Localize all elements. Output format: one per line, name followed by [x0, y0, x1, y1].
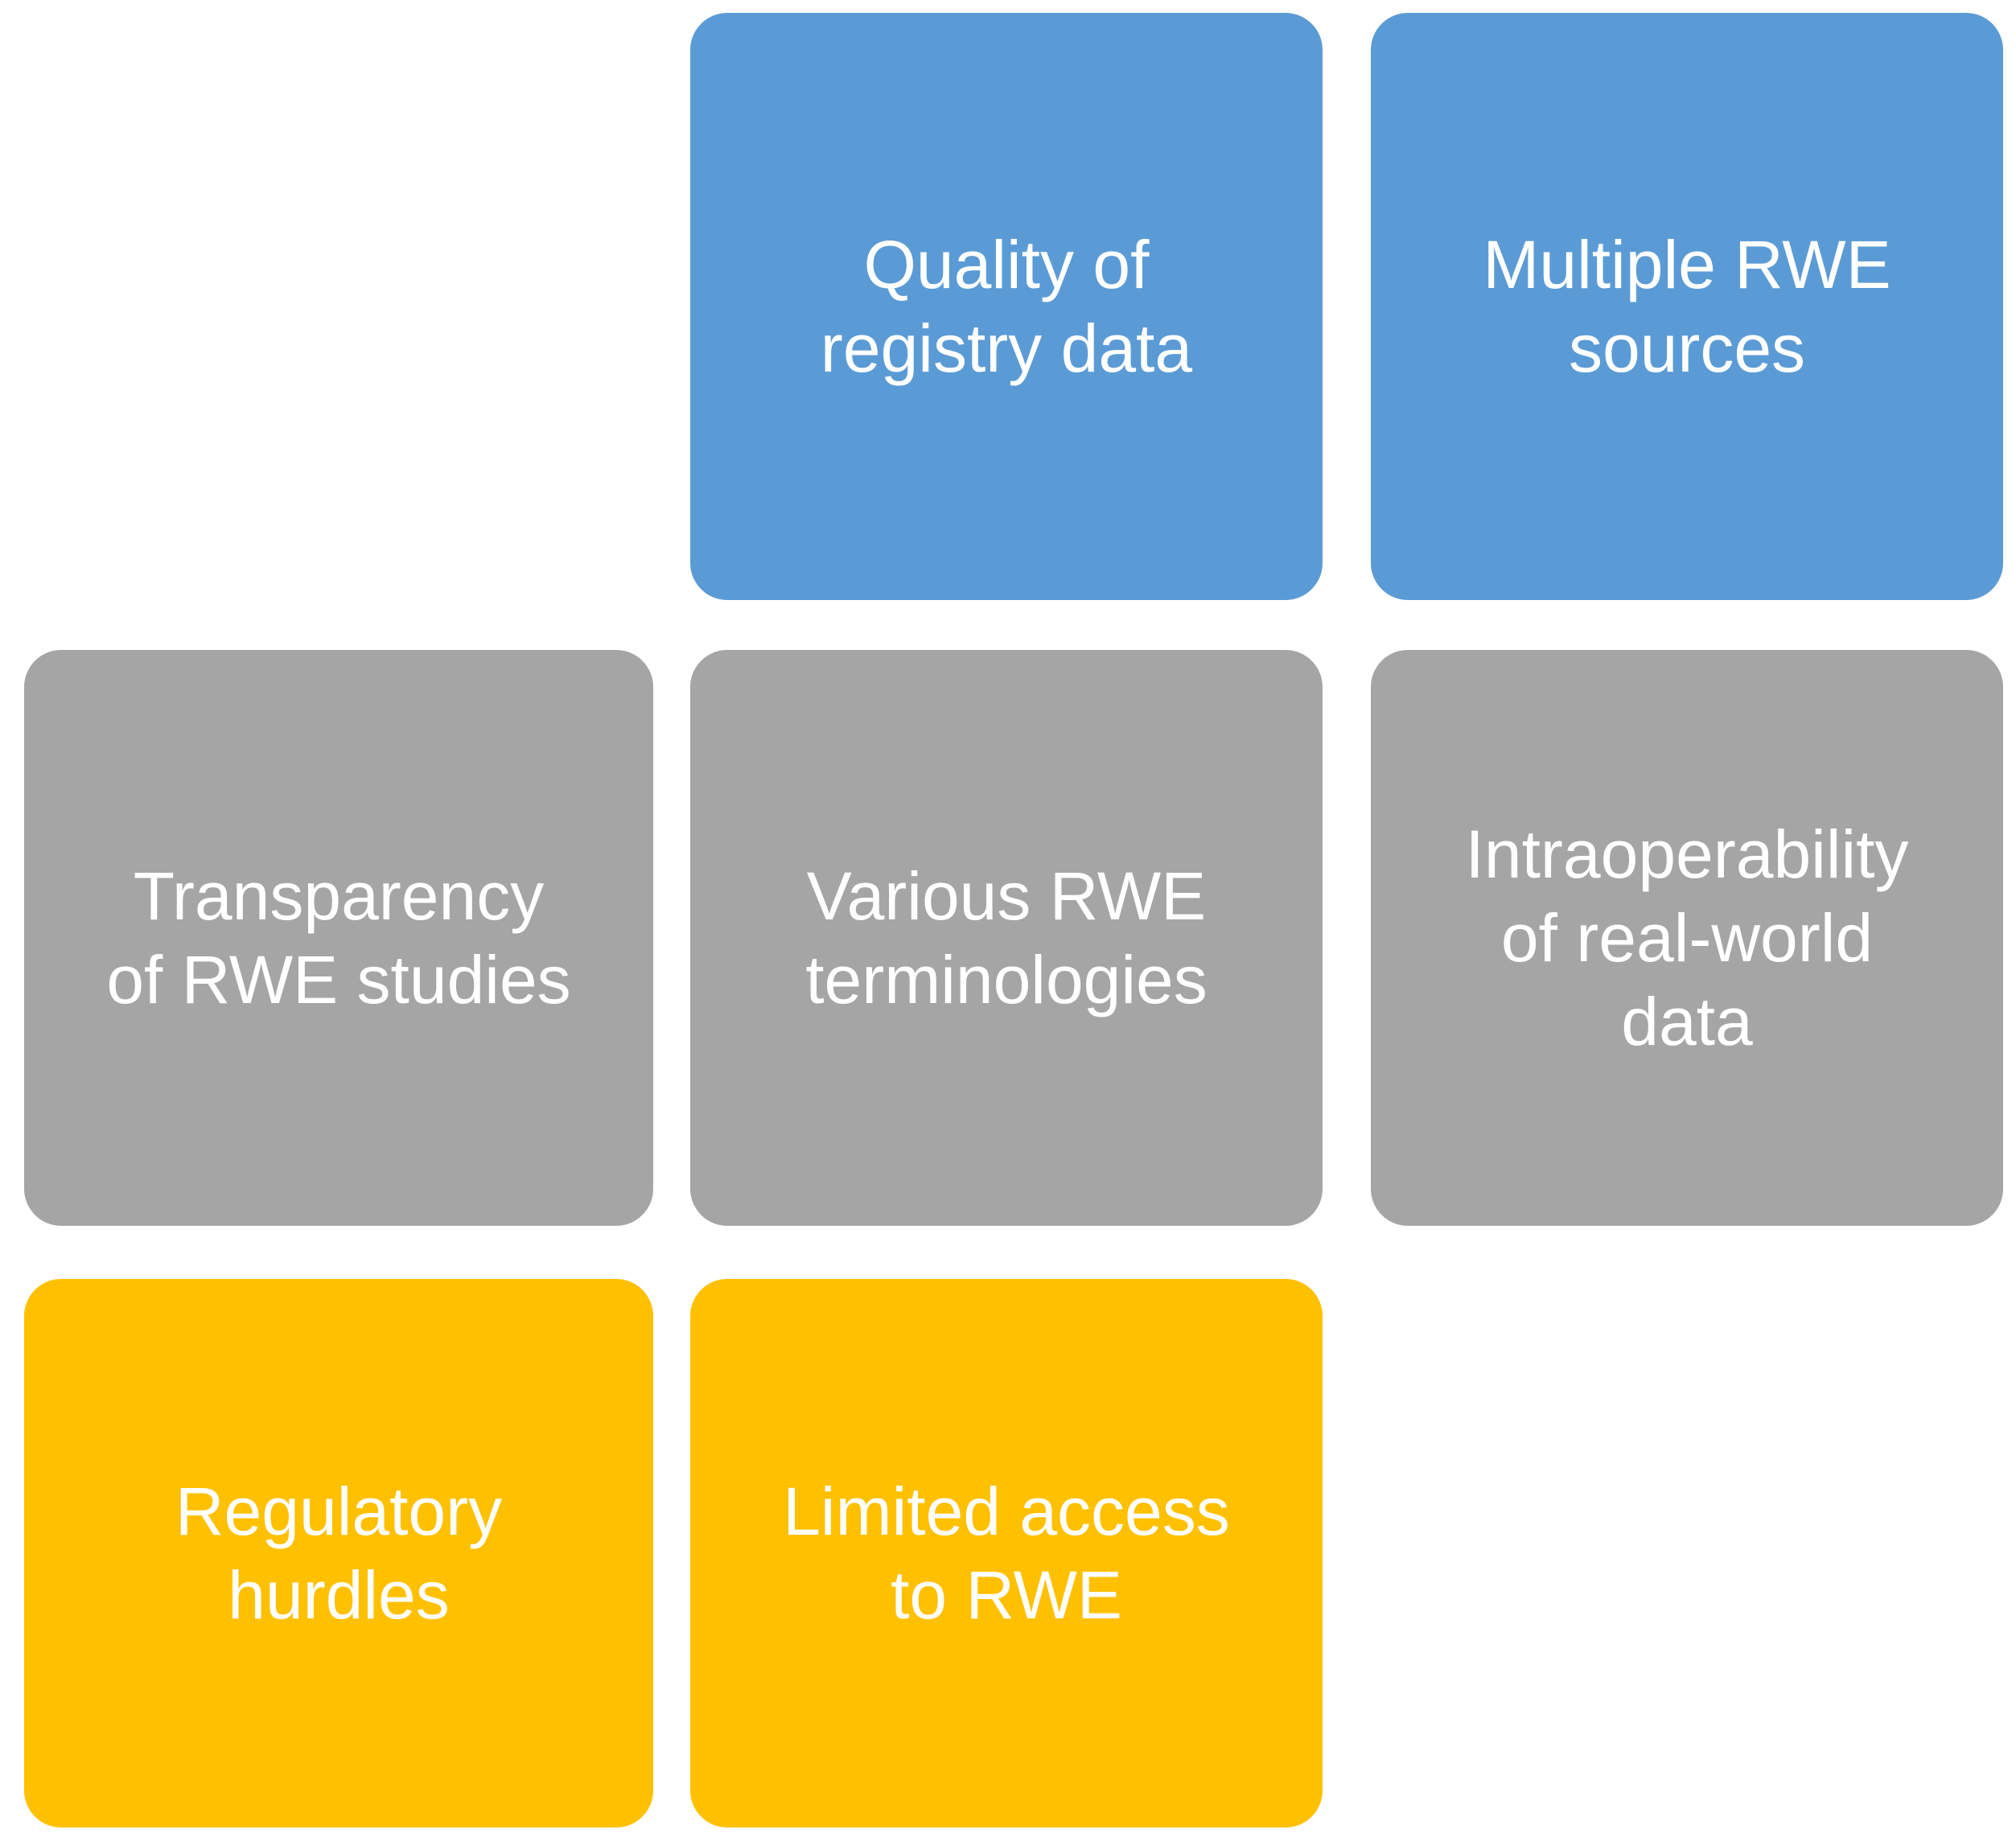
- box-transparency-of-rwe-studies: Transparency of RWE studies: [24, 650, 653, 1226]
- box-intraoperability-of-real-world-data: Intraoperability of real-world data: [1371, 650, 2003, 1226]
- box-quality-of-registry-data: Quality of registry data: [690, 13, 1323, 600]
- box-regulatory-hurdles: Regulatory hurdles: [24, 1279, 653, 1827]
- box-various-rwe-terminologies: Various RWE terminologies: [690, 650, 1323, 1226]
- box-limited-access-to-rwe: Limited access to RWE: [690, 1279, 1323, 1827]
- box-multiple-rwe-sources: Multiple RWE sources: [1371, 13, 2003, 600]
